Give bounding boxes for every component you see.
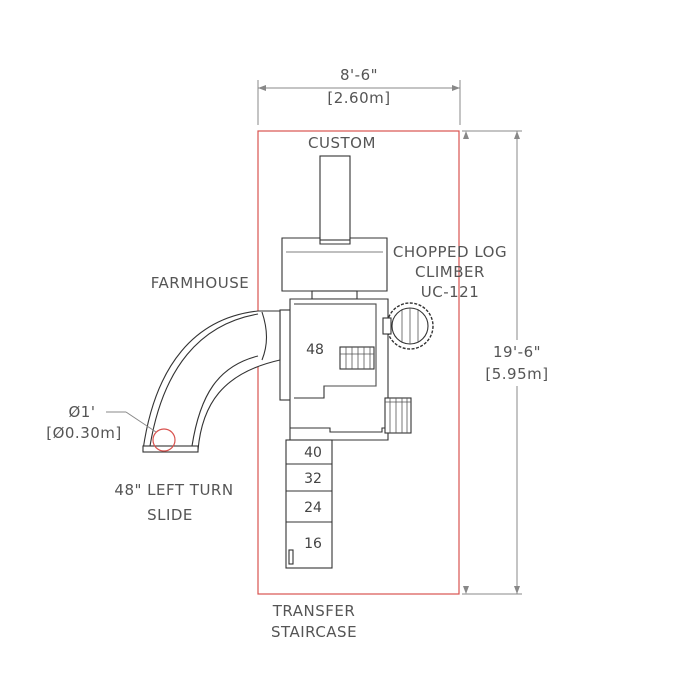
- upper-deck: [281, 237, 388, 300]
- climber-label-line3: UC-121: [421, 283, 480, 301]
- left-turn-slide: [142, 310, 281, 453]
- farmhouse-label: FARMHOUSE: [151, 274, 249, 292]
- step-height-2: 32: [304, 471, 322, 487]
- custom-label: CUSTOM: [308, 134, 376, 152]
- step-height-4: 16: [304, 536, 322, 552]
- step-height-3: 24: [304, 500, 322, 516]
- width-dimension-m: [2.60m]: [327, 89, 390, 107]
- length-dimension-ft: 19'-6": [493, 343, 541, 361]
- transfer-staircase: [285, 439, 333, 569]
- staircase-label-line2: STAIRCASE: [271, 623, 357, 641]
- width-dimension: [257, 80, 461, 125]
- slide-label-line1: 48" LEFT TURN: [114, 481, 233, 499]
- side-ladder: [384, 397, 412, 434]
- width-dimension-ft: 8'-6": [340, 66, 378, 84]
- main-house: [279, 298, 389, 441]
- slide-label-line2: SLIDE: [147, 506, 193, 524]
- climber-label-line2: CLIMBER: [415, 263, 485, 281]
- diameter-m: [Ø0.30m]: [46, 424, 122, 442]
- interior-ladder: [339, 346, 375, 370]
- main-deck-height: 48: [306, 342, 324, 358]
- climber-label-line1: CHOPPED LOG: [393, 243, 507, 261]
- length-dimension-m: [5.95m]: [485, 365, 548, 383]
- diameter-ft: Ø1': [69, 403, 96, 421]
- custom-element: [319, 155, 351, 241]
- chopped-log-climber: [382, 302, 434, 350]
- step-height-1: 40: [304, 445, 322, 461]
- staircase-label-line1: TRANSFER: [272, 602, 356, 620]
